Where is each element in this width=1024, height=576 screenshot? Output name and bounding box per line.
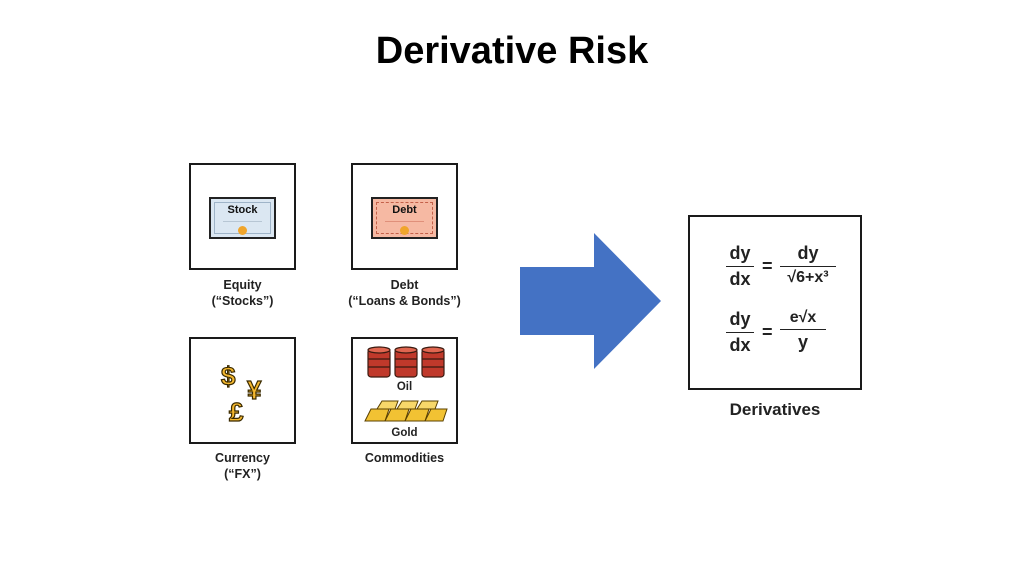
debt-caption-line1: Debt bbox=[390, 278, 419, 292]
eq2-rhs-fraction: e√x y bbox=[780, 309, 826, 353]
eq1-rhs-numerator: dy bbox=[797, 243, 819, 263]
right-arrow-icon bbox=[520, 233, 661, 369]
seal-icon bbox=[400, 226, 409, 235]
commodities-caption: Commodities bbox=[336, 450, 473, 466]
currency-symbols-icon: $ ¥ £ bbox=[220, 360, 262, 427]
eq1-lhs-numerator: dy bbox=[729, 243, 751, 263]
eq1-lhs-denominator: dx bbox=[729, 269, 751, 289]
yen-symbol: ¥ bbox=[247, 375, 262, 405]
equity-caption-line2: (“Stocks”) bbox=[211, 294, 274, 308]
eq2-lhs-fraction: dy dx bbox=[726, 309, 754, 356]
currency-caption-line2: (“FX”) bbox=[224, 467, 261, 481]
debt-certificate: Debt bbox=[371, 197, 438, 239]
stock-certificate-label: Stock bbox=[227, 204, 258, 216]
eq2-rhs-denominator: y bbox=[797, 332, 808, 352]
slide-title: Derivative Risk bbox=[375, 30, 649, 72]
debt-caption-line2: (“Loans & Bonds”) bbox=[348, 294, 461, 308]
currency-tile: $ ¥ £ bbox=[189, 337, 296, 444]
debt-tile: Debt bbox=[351, 163, 458, 270]
seal-icon bbox=[238, 226, 247, 235]
eq1-rhs-fraction: dy √6+x³ bbox=[780, 243, 836, 287]
commodities-caption-line1: Commodities bbox=[364, 451, 445, 465]
gold-bars-icon bbox=[364, 400, 448, 422]
pound-symbol: £ bbox=[229, 397, 244, 427]
derivatives-label: Derivatives bbox=[729, 400, 821, 419]
commodities-tile: Oil Gold bbox=[351, 337, 458, 444]
currency-caption-line1: Currency bbox=[215, 451, 270, 465]
gold-label: Gold bbox=[391, 427, 418, 439]
oil-barrels-icon bbox=[367, 346, 445, 378]
equity-caption-line1: Equity bbox=[223, 278, 262, 292]
dollar-symbol: $ bbox=[221, 361, 236, 391]
derivatives-formula-box: dy dx = dy √6+x³ dy dx = e√x y bbox=[688, 215, 862, 390]
currency-caption: Currency (“FX”) bbox=[189, 450, 296, 482]
equity-tile: Stock bbox=[189, 163, 296, 270]
stock-certificate: Stock bbox=[209, 197, 276, 239]
debt-certificate-label: Debt bbox=[392, 204, 417, 216]
eq2-lhs-numerator: dy bbox=[729, 309, 751, 329]
equity-caption: Equity (“Stocks”) bbox=[189, 277, 296, 309]
eq1-equals: = bbox=[762, 256, 773, 276]
oil-label: Oil bbox=[396, 381, 413, 393]
eq1-rhs-denominator: √6+x³ bbox=[787, 269, 829, 286]
debt-caption: Debt (“Loans & Bonds”) bbox=[336, 277, 473, 309]
eq2-lhs-denominator: dx bbox=[729, 335, 751, 355]
eq2-equals: = bbox=[762, 322, 773, 342]
eq2-rhs-numerator: e√x bbox=[789, 309, 817, 326]
eq1-lhs-fraction: dy dx bbox=[726, 243, 754, 290]
